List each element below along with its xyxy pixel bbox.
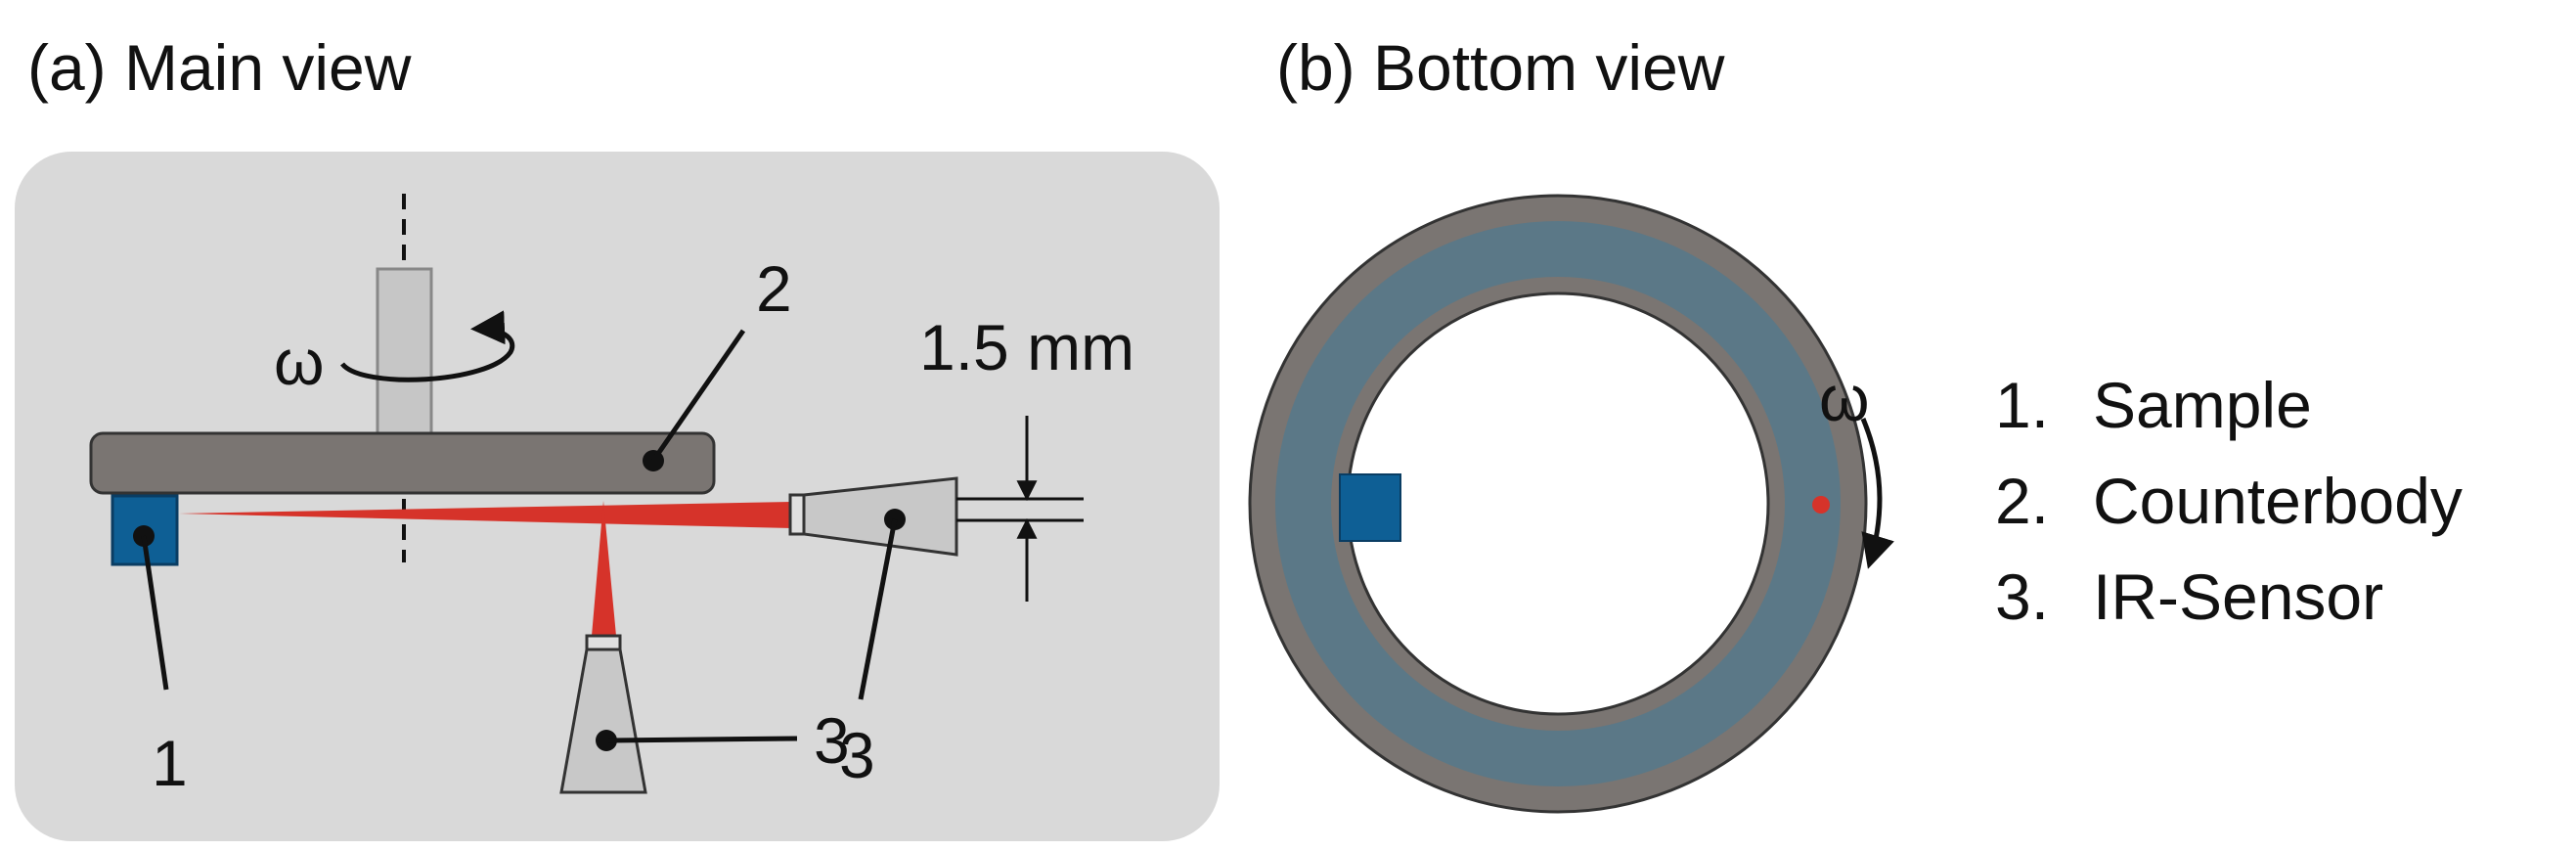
sample-block-bottom [1339,473,1401,542]
ir-sensor-side [802,476,958,557]
legend-label-1: Sample [2093,369,2312,441]
callout-label-sample: 1 [152,727,188,799]
callout-label-sensor-bottom: 3 [814,704,850,777]
counterbody-ring-bottom [1248,194,1868,814]
ir-sensor-side-tip [788,493,806,536]
callout-line-sensor-side [858,518,898,700]
callout-line-sensor-bottom [605,736,798,743]
panel-a-background [15,152,1220,841]
laser-beam-vertical [592,501,616,636]
ir-sensor-bottom-tip [585,634,622,651]
callout-line-counterbody [650,329,746,463]
laser-beam-horizontal [179,502,792,528]
measurement-spot [1812,496,1830,514]
callout-line-sample [141,535,169,691]
rotation-arrow-icon [340,310,515,382]
dimension-label: 1.5 mm [919,311,1134,383]
legend-number-1: 1. [1995,369,2049,441]
legend-number-2: 2. [1995,465,2049,537]
omega-label-main: ω [274,326,325,398]
spindle-shaft [376,267,433,435]
ir-sensor-bottom [559,648,647,794]
legend-label-2: Counterbody [2093,465,2463,537]
legend-label-3: IR-Sensor [2093,560,2383,633]
omega-label-bottom: ω [1819,362,1870,434]
legend-number-3: 3. [1995,560,2049,633]
panel-b-title: (b) Bottom view [1276,31,1725,104]
callout-label-sensor-side: 3 [839,719,875,791]
legend: 1. Sample 2. Counterbody 3. IR-Sensor [1995,369,2463,633]
panel-a-title: (a) Main view [27,31,412,104]
dimension-marker [956,416,1084,602]
counterbody-disk [89,431,716,495]
rotation-arrow-bottom-icon [1860,418,1894,569]
callout-label-counterbody: 2 [756,252,792,325]
